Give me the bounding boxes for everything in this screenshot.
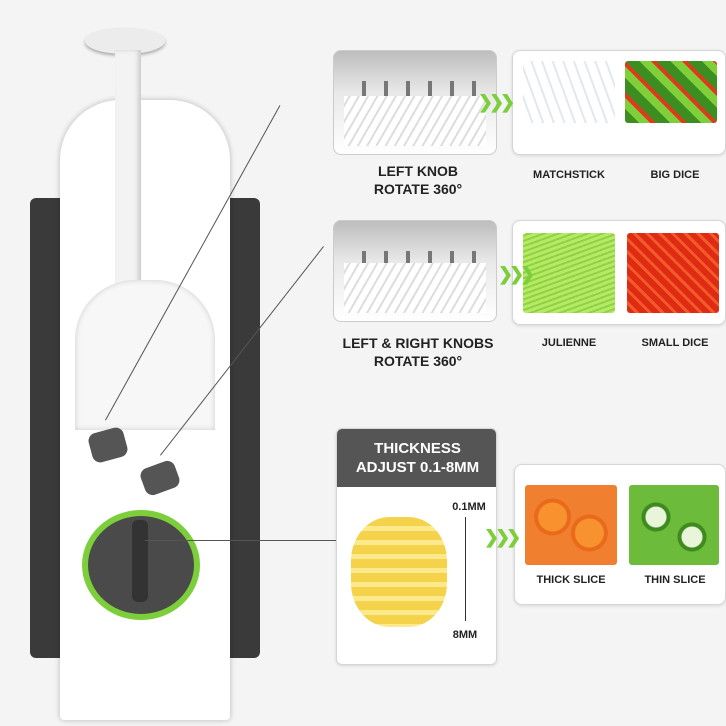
result-card-1: MATCHSTICK BIG DICE xyxy=(512,50,726,181)
plunger-knob xyxy=(85,28,165,54)
result-label: MATCHSTICK xyxy=(533,169,605,181)
result-card-2: JULIENNE SMALL DICE xyxy=(512,220,726,349)
potato-slices-image xyxy=(351,517,447,627)
result-label: JULIENNE xyxy=(541,337,597,349)
arrow-icon: ❯❯❯ xyxy=(478,92,515,112)
thickness-scale-line xyxy=(465,517,466,621)
min-thickness-label: 0.1MM xyxy=(452,501,486,513)
result-label: THIN SLICE xyxy=(644,574,706,586)
slicer-product-image xyxy=(20,20,280,726)
result-card-3: THICK SLICE THIN SLICE xyxy=(514,464,726,605)
thin-slice-image xyxy=(629,485,719,565)
plunger-holder xyxy=(75,280,215,430)
julienne-blade-image xyxy=(333,220,497,322)
max-thickness-label: 8MM xyxy=(452,629,478,641)
julienne-image xyxy=(523,233,615,313)
result-label: THICK SLICE xyxy=(536,574,606,586)
thick-slice-image xyxy=(525,485,617,565)
arrow-icon: ❯❯❯ xyxy=(498,264,535,284)
small-dice-image xyxy=(627,233,719,313)
plunger-rod xyxy=(115,50,141,300)
result-label: SMALL DICE xyxy=(641,337,709,349)
matchstick-blade-image xyxy=(333,50,497,155)
connector-line xyxy=(145,540,340,541)
dial-handle xyxy=(132,520,148,602)
matchstick-image xyxy=(523,61,615,123)
big-dice-image xyxy=(625,61,717,123)
result-label: BIG DICE xyxy=(650,169,700,181)
arrow-icon: ❯❯❯ xyxy=(484,527,521,547)
